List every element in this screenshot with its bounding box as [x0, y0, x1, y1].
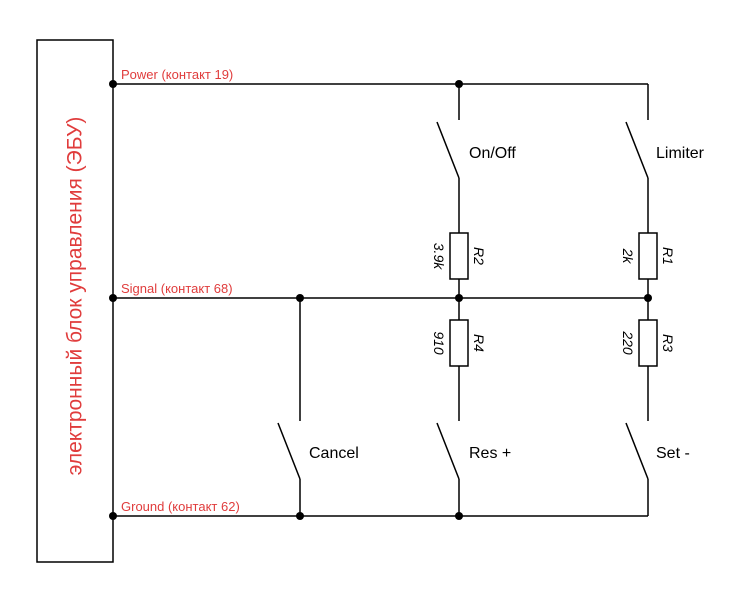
junction-dot [109, 512, 117, 520]
resistor-r2-name: R2 [471, 247, 487, 265]
switch-on-off-label: On/Off [469, 145, 516, 162]
junction-dot [296, 512, 304, 520]
switch-on-off-blade [436, 121, 460, 179]
junction-dot [644, 294, 652, 302]
resistor-r3 [638, 319, 658, 367]
resistor-r1 [638, 232, 658, 280]
switch-set-minus-label: Set - [656, 445, 690, 462]
junction-dot [455, 512, 463, 520]
junction-dot [455, 80, 463, 88]
junction-dot [109, 294, 117, 302]
resistor-r3-name: R3 [660, 334, 676, 352]
power-net-label: Power (контакт 19) [121, 67, 233, 82]
resistor-r2 [449, 232, 469, 280]
switch-limiter-label: Limiter [656, 145, 705, 162]
resistor-r4 [449, 319, 469, 367]
junction-dot [455, 294, 463, 302]
junction-dot [296, 294, 304, 302]
resistor-r1-value: 2k [620, 248, 636, 265]
ecu-label: электронный блок управления (ЭБУ) [64, 117, 87, 476]
switch-limiter-blade [625, 121, 649, 179]
junction-dot [109, 80, 117, 88]
resistor-r4-value: 910 [431, 331, 447, 355]
switch-res-plus-label: Res + [469, 445, 511, 462]
signal-net-label: Signal (контакт 68) [121, 281, 233, 296]
junctions [109, 80, 652, 520]
switch-cancel-label: Cancel [309, 445, 359, 462]
switch-set-minus-blade [625, 422, 649, 480]
wires [113, 83, 649, 517]
ground-net-label: Ground (контакт 62) [121, 499, 240, 514]
switch-cancel-blade [277, 422, 301, 480]
ecu-block [36, 39, 114, 563]
switch-res-plus-blade [436, 422, 460, 480]
resistors [449, 232, 658, 367]
resistor-r4-name: R4 [471, 334, 487, 352]
resistor-r3-value: 220 [620, 330, 636, 355]
resistor-r2-value: 3.9k [431, 243, 447, 270]
resistor-r1-name: R1 [660, 247, 676, 265]
